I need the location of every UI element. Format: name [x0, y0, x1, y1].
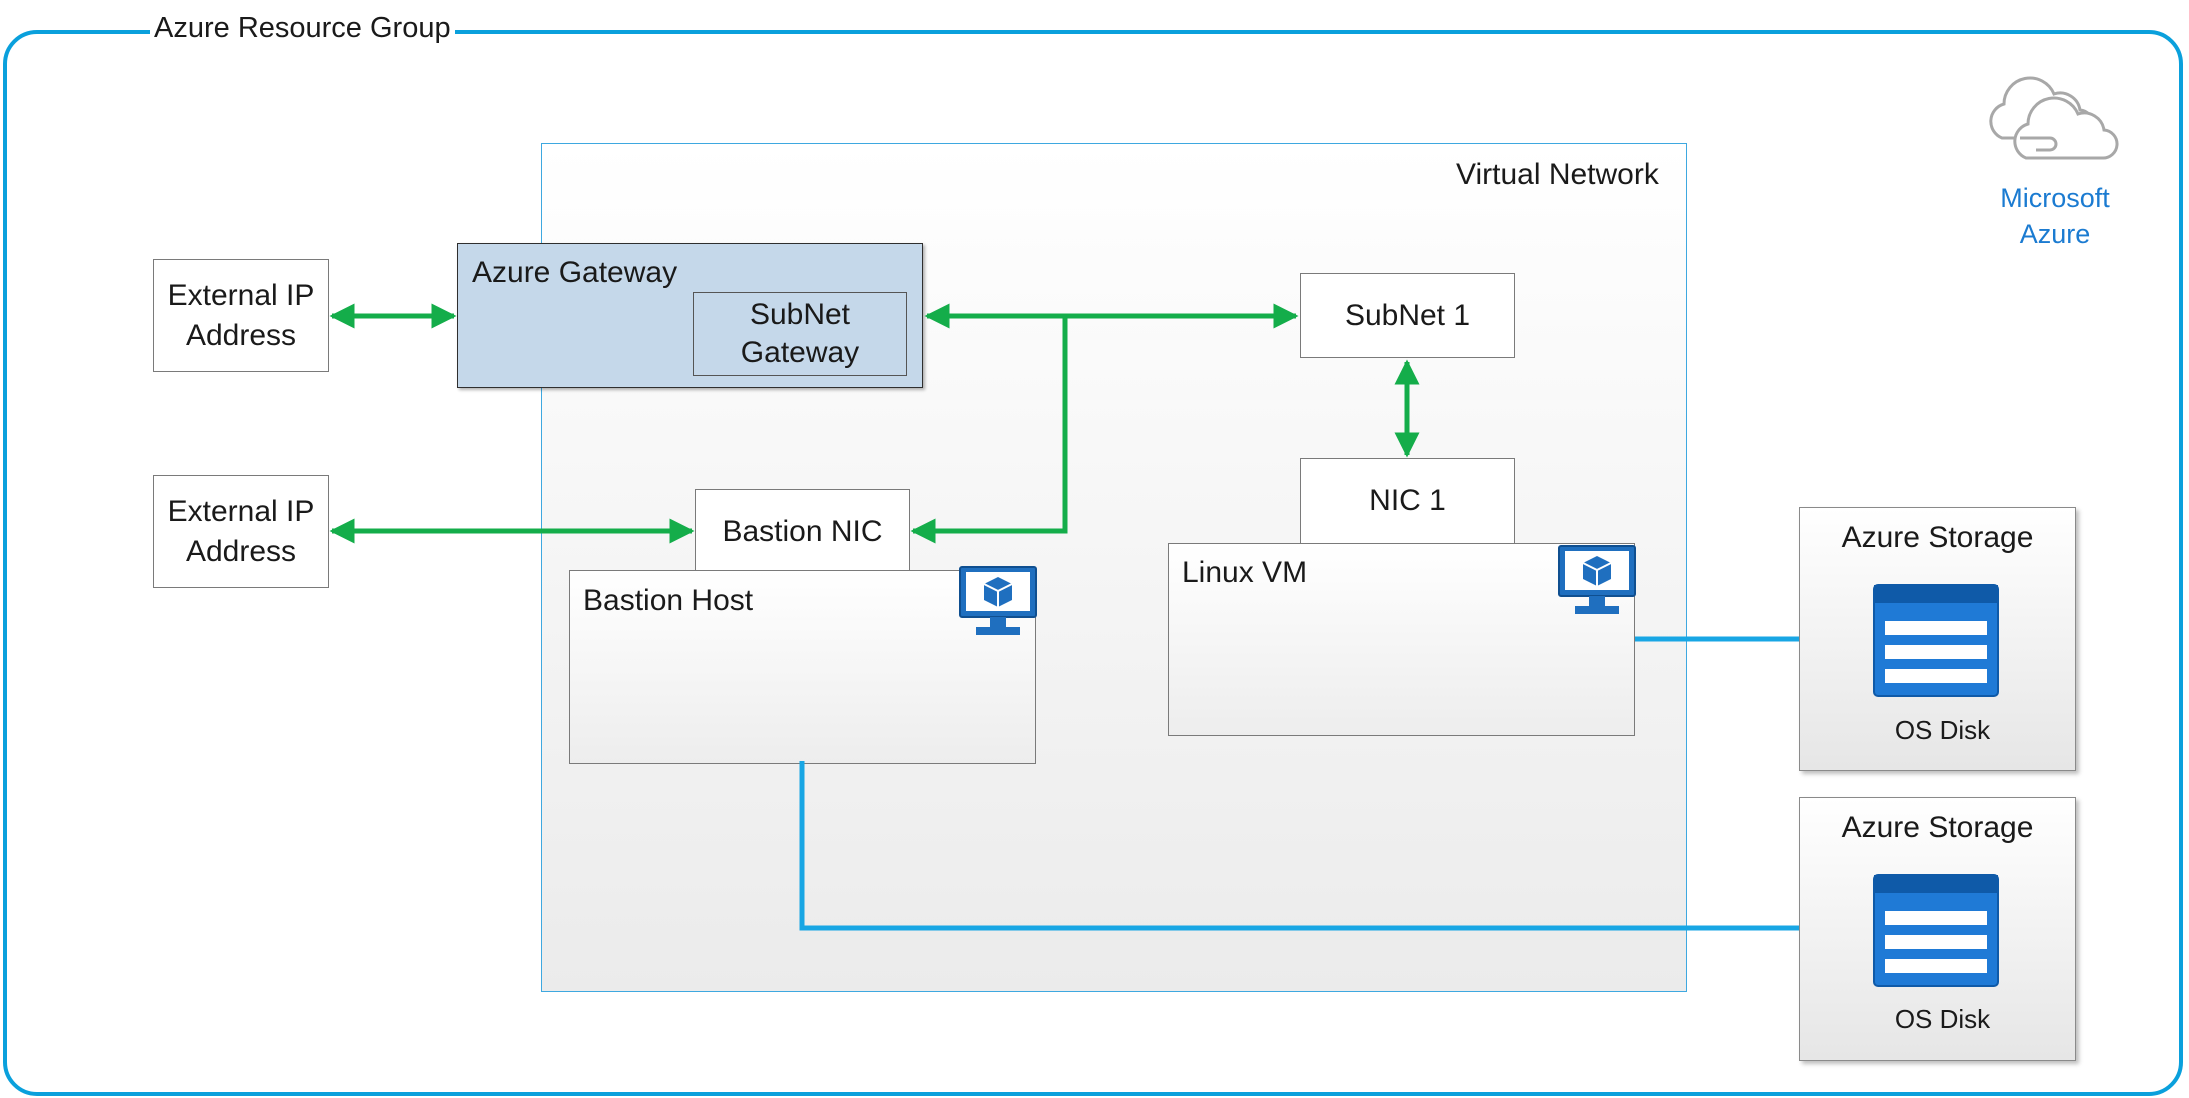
microsoft-azure-logo [1980, 66, 2130, 166]
external-ip-address-1[interactable]: External IP Address [153, 259, 329, 372]
azure-storage-1-title: Azure Storage [1841, 521, 2034, 554]
os-disk-2-label: OS Disk [1894, 1004, 1991, 1034]
microsoft-azure-line1: Microsoft [2000, 183, 2110, 213]
nic-1-label: NIC 1 [1369, 484, 1446, 517]
external-ip-address-1-line1: External IP [167, 278, 315, 312]
microsoft-azure-line2: Azure [2019, 219, 2091, 249]
bastion-nic-label: Bastion NIC [722, 514, 883, 548]
subnet-gateway-line2: Gateway [740, 336, 860, 369]
linux-vm-label: Linux VM [1182, 556, 1308, 589]
subnet-1-label: SubNet 1 [1344, 298, 1471, 332]
os-disk-1-label: OS Disk [1894, 715, 1991, 745]
subnet-gateway[interactable]: SubNet Gateway [693, 292, 907, 376]
storage-disk-icon [1872, 583, 2000, 698]
external-ip-address-2-line2: Address [185, 534, 297, 568]
resource-group-label: Azure Resource Group [150, 12, 455, 45]
bastion-host-label: Bastion Host [583, 584, 754, 617]
virtual-machine-icon [1557, 544, 1637, 618]
external-ip-address-2-line1: External IP [167, 494, 315, 528]
cloud-icon [1989, 76, 2119, 160]
virtual-network-label: Virtual Network [1456, 158, 1659, 191]
subnet-1[interactable]: SubNet 1 [1300, 273, 1515, 358]
storage-disk-icon [1872, 873, 2000, 988]
azure-gateway-label: Azure Gateway [472, 256, 678, 289]
linux-vm[interactable] [1168, 543, 1635, 736]
virtual-machine-icon [958, 565, 1038, 639]
external-ip-address-2[interactable]: External IP Address [153, 475, 329, 588]
resource-group-container [3, 30, 2183, 1096]
link-gateway-to-bastion-nic [910, 316, 1068, 544]
subnet-gateway-line1: SubNet [749, 298, 851, 331]
external-ip-address-1-line2: Address [185, 318, 297, 352]
bastion-nic[interactable]: Bastion NIC [695, 489, 910, 574]
azure-storage-2-title: Azure Storage [1841, 811, 2034, 844]
bastion-host[interactable] [569, 570, 1036, 764]
link-bastion-host-to-storage-2 [799, 761, 1799, 931]
microsoft-azure-label: Microsoft Azure [1990, 180, 2120, 252]
nic-1[interactable]: NIC 1 [1300, 458, 1515, 544]
